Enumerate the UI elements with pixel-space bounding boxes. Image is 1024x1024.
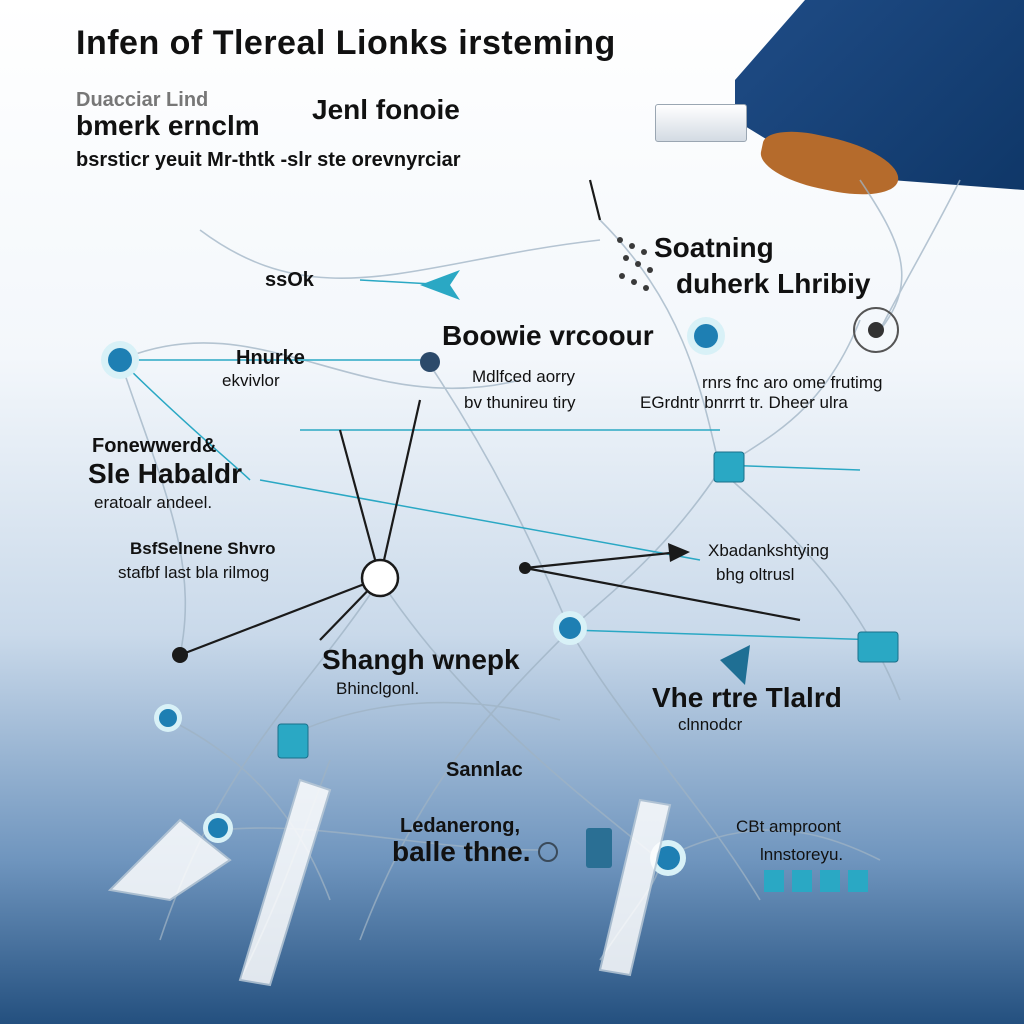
label-lnnstore: lnnstoreyu. <box>760 845 844 864</box>
plane-icon <box>420 270 460 300</box>
server-icon <box>586 828 612 868</box>
label-stafbf: stafbf last bla rilmog <box>118 563 270 582</box>
label-bhg: bhg oltrusl <box>716 565 795 584</box>
teal-node <box>538 842 558 862</box>
label-duherk: duherk Lhribiy <box>676 268 871 299</box>
label-xbadank: Xbadankshtying <box>708 541 829 560</box>
teal-node <box>553 611 587 645</box>
header-line-1: Duacciar Lind <box>76 89 209 111</box>
header-line-2: bmerk ernclm <box>76 110 260 141</box>
label-bsfsel: BsfSelnene Shvro <box>130 539 276 558</box>
junction-node <box>420 352 440 372</box>
header-line-3: bsrsticr yeuit Mr-thtk -slr ste orevnyrc… <box>76 149 461 171</box>
label-mdfed: Mdlfced aorry <box>472 367 575 386</box>
label-sannlac: Sannlac <box>446 759 523 781</box>
page-title: Infen of Tlereal Lionks irsteming <box>76 24 616 62</box>
hub-node <box>360 558 400 598</box>
label-cbtamp: CBt amproont <box>736 817 841 836</box>
label-bowie: Boowie vrcoour <box>442 320 654 351</box>
label-bhinclg: Bhinclgonl. <box>336 679 420 698</box>
label-clnnode: clnnodcr <box>678 715 743 734</box>
label-ledanerong: Ledanerong, <box>400 815 521 837</box>
teal-node <box>154 704 182 732</box>
label-balletn: balle thne. <box>392 836 531 867</box>
label-soatning: Soatning <box>654 232 774 263</box>
label-vivlor: ekvivlor <box>222 371 280 390</box>
dot-cluster-icon <box>617 237 653 291</box>
teal-connection-lines <box>119 279 881 641</box>
label-mrtsfnc: rnrs fnc aro ome frutimg <box>702 373 883 392</box>
server-icon <box>277 723 309 759</box>
label-hnurke: Hnurke <box>236 347 305 369</box>
label-fonewer: Fonewwerd& <box>92 435 217 457</box>
label-ssok: ssOk <box>265 269 314 291</box>
teal-node <box>101 341 139 379</box>
server-icon <box>713 451 745 483</box>
network-plug-connector <box>655 104 747 142</box>
triangle-marker-icon <box>720 645 750 685</box>
teal-node <box>687 317 725 355</box>
target-icon <box>853 307 899 353</box>
server-rack-icon <box>764 870 868 892</box>
translucent-probe-shapes <box>107 778 672 987</box>
label-bvotnr: bv thunireu tiry <box>464 393 576 412</box>
server-icon <box>857 631 899 663</box>
label-sle: Sle Habaldr <box>88 458 243 489</box>
header-line-2b: Jenl fonoie <box>312 94 460 125</box>
dark-arrow-lines <box>179 179 801 657</box>
label-egrtn: EGrdntr bnrrrt tr. Dheer ulra <box>640 393 848 412</box>
label-eratoalr: eratoalr andeel. <box>94 493 213 512</box>
dark-node <box>172 647 188 663</box>
teal-nodes <box>101 317 725 876</box>
label-shangh: Shangh wnepk <box>322 644 520 675</box>
server-icons <box>277 451 899 892</box>
teal-node <box>203 813 233 843</box>
dark-node-small <box>519 562 531 574</box>
arrowhead-right <box>668 543 690 562</box>
label-vherre: Vhe rtre Tlalrd <box>652 682 842 713</box>
teal-node <box>650 840 686 876</box>
